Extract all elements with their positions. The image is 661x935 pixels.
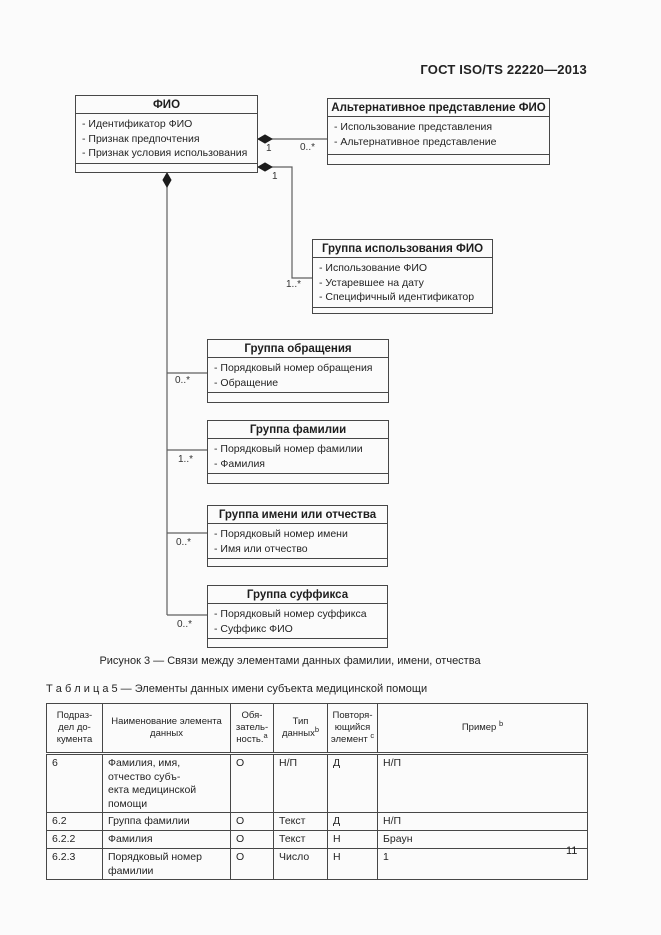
table-row: 6.2.3 Порядковый номер фамилии О Число Н… [46,848,588,880]
cell-example: Н/П [377,753,588,813]
attribute: - Порядковый номер суффикса [214,608,367,620]
cell-data-type: Число [273,848,328,880]
class-footer [208,473,388,483]
cell-example: Н/П [377,812,588,831]
document-header: ГОСТ ISO/TS 22220—2013 [420,62,587,77]
class-footer [313,306,492,317]
table-row: 6.2.2 Фамилия О Текст Н Браун [46,830,588,849]
cell-subsection: 6 [46,753,103,813]
multiplicity-label: 1 [266,143,272,154]
cell-repeating: Н [327,848,378,880]
attribute: - Фамилия [214,457,265,470]
cell-example: 1 [377,848,588,880]
multiplicity-label: 0..* [177,619,193,630]
class-box-appeal-group: Группа обращения - Порядковый номер обра… [207,339,389,403]
table-row: 6 Фамилия, имя, отчество субъ- екта меди… [46,753,588,813]
attribute: - Использование представления [334,121,493,133]
cell-element-name: Фамилия [102,830,231,849]
attribute: - Специфичный идентификатор [319,291,475,303]
cell-element-name: Группа фамилии [102,812,231,831]
cell-obligation: О [230,848,274,880]
multiplicity-label: 0..* [300,142,316,153]
class-box-fio: ФИО - Идентификатор ФИО - Признак предпо… [75,95,258,173]
cell-data-type: Текст [273,830,328,849]
aggregation-diamond-icon [256,134,274,144]
cell-subsection: 6.2.2 [46,830,103,849]
attribute: - Идентификатор ФИО [82,118,193,130]
cell-obligation: О [230,812,274,831]
attribute: - Устаревшее на дату [319,276,424,289]
class-title: Группа обращения [208,340,388,358]
attribute: - Суффикс ФИО [214,622,293,635]
class-title: ФИО [76,96,257,114]
class-attributes: - Порядковый номер фамилии - Фамилия [208,439,388,473]
cell-element-name: Порядковый номер фамилии [102,848,231,880]
class-attributes: - Порядковый номер суффикса - Суффикс ФИ… [208,604,387,638]
class-attributes: - Порядковый номер обращения - Обращение [208,358,388,392]
class-title: Группа фамилии [208,421,388,439]
cell-example: Браун [377,830,588,849]
cell-obligation: О [230,753,274,813]
attribute: - Признак условия использования [82,147,248,159]
aggregation-diamond-icon [162,171,172,189]
class-footer [76,162,257,173]
class-box-suffix-group: Группа суффикса - Порядковый номер суффи… [207,585,388,648]
table-title: Т а б л и ц а 5 — Элементы данных имени … [46,683,428,695]
class-footer [208,392,388,402]
attribute: - Признак предпочтения [82,132,200,145]
column-header-subsection: Подраз- дел до- кумента [46,703,103,755]
page-number: 11 [566,845,578,857]
class-box-alt-representation: Альтернативное представление ФИО - Испол… [327,98,550,165]
cell-element-name: Фамилия, имя, отчество субъ- екта медици… [102,753,231,813]
attribute: - Порядковый номер обращения [214,362,373,374]
class-footer [208,638,387,648]
cell-data-type: Н/П [273,753,328,813]
column-header-element-name: Наименование элемента данных [102,703,231,755]
class-footer [328,154,549,164]
connector-fio-usage [258,166,312,279]
multiplicity-label: 0..* [176,537,192,548]
cell-repeating: Н [327,830,378,849]
cell-subsection: 6.2 [46,812,103,831]
cell-obligation: О [230,830,274,849]
class-attributes: - Идентификатор ФИО - Признак предпочтен… [76,114,257,163]
attribute: - Порядковый номер фамилии [214,443,363,455]
table-5: Подраз- дел до- кумента Наименование эле… [46,703,588,880]
attribute: - Альтернативное представление [334,135,497,148]
multiplicity-label: 1 [272,171,278,182]
attribute: - Имя или отчество [214,542,308,555]
class-attributes: - Использование ФИО - Устаревшее на дату… [313,258,492,307]
cell-subsection: 6.2.3 [46,848,103,880]
column-header-obligation: Обя- затель- ность.a [230,703,274,755]
class-title: Альтернативное представление ФИО [328,99,549,117]
column-header-data-type: Тип данныхb [273,703,328,755]
column-header-example: Пример b [377,703,588,755]
aggregation-diamond-icon [256,162,274,172]
cell-repeating: Д [327,753,378,813]
column-header-repeating: Повторя- ющийся элемент c [327,703,378,755]
class-attributes: - Использование представления - Альтерна… [328,117,549,154]
class-attributes: - Порядковый номер имени - Имя или отчес… [208,524,387,558]
table-header-row: Подраз- дел до- кумента Наименование эле… [46,703,588,755]
attribute: - Использование ФИО [319,262,428,274]
attribute: - Порядковый номер имени [214,528,348,540]
multiplicity-label: 1..* [286,279,302,290]
class-title: Группа имени или отчества [208,506,387,524]
class-box-family-group: Группа фамилии - Порядковый номер фамили… [207,420,389,484]
cell-repeating: Д [327,812,378,831]
attribute: - Обращение [214,376,279,389]
cell-data-type: Текст [273,812,328,831]
table-row: 6.2 Группа фамилии О Текст Д Н/П [46,812,588,831]
class-footer [208,558,387,568]
class-title: Группа использования ФИО [313,240,492,258]
class-box-usage-group: Группа использования ФИО - Использование… [312,239,493,314]
figure-caption: Рисунок 3 — Связи между элементами данны… [99,655,481,667]
class-title: Группа суффикса [208,586,387,604]
multiplicity-label: 0..* [175,375,191,386]
multiplicity-label: 1..* [178,454,194,465]
class-box-given-name-group: Группа имени или отчества - Порядковый н… [207,505,388,567]
